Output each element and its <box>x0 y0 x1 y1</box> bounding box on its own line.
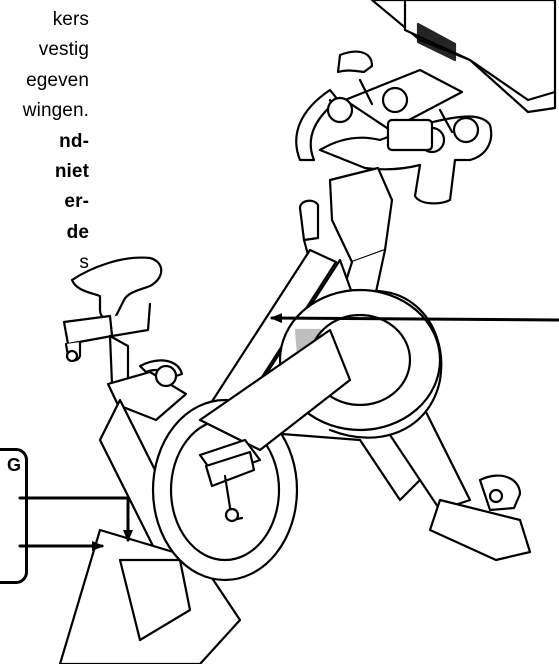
text-line-4: wingen. <box>22 100 89 121</box>
text-line-7: er- <box>64 191 89 212</box>
label-corner-letter: G <box>6 455 21 475</box>
pedal-assembly <box>198 438 262 523</box>
text-line-1: kers <box>52 9 89 30</box>
arrow-to-frame <box>270 313 559 324</box>
front-stabilizer <box>478 474 522 512</box>
warning-label-callout: G <box>0 448 28 584</box>
text-line-3: egeven <box>26 70 89 91</box>
text-line-9: s <box>79 252 89 273</box>
saddle <box>62 256 163 363</box>
handlebar-assembly <box>295 50 493 205</box>
seat-post <box>106 334 188 422</box>
console-screen <box>370 0 557 114</box>
arrow-to-tube-1 <box>18 496 133 542</box>
text-line-8: de <box>66 222 89 243</box>
text-line-5: nd- <box>59 131 89 152</box>
text-line-6: niet <box>54 161 89 182</box>
text-line-2: vestig <box>38 39 89 60</box>
